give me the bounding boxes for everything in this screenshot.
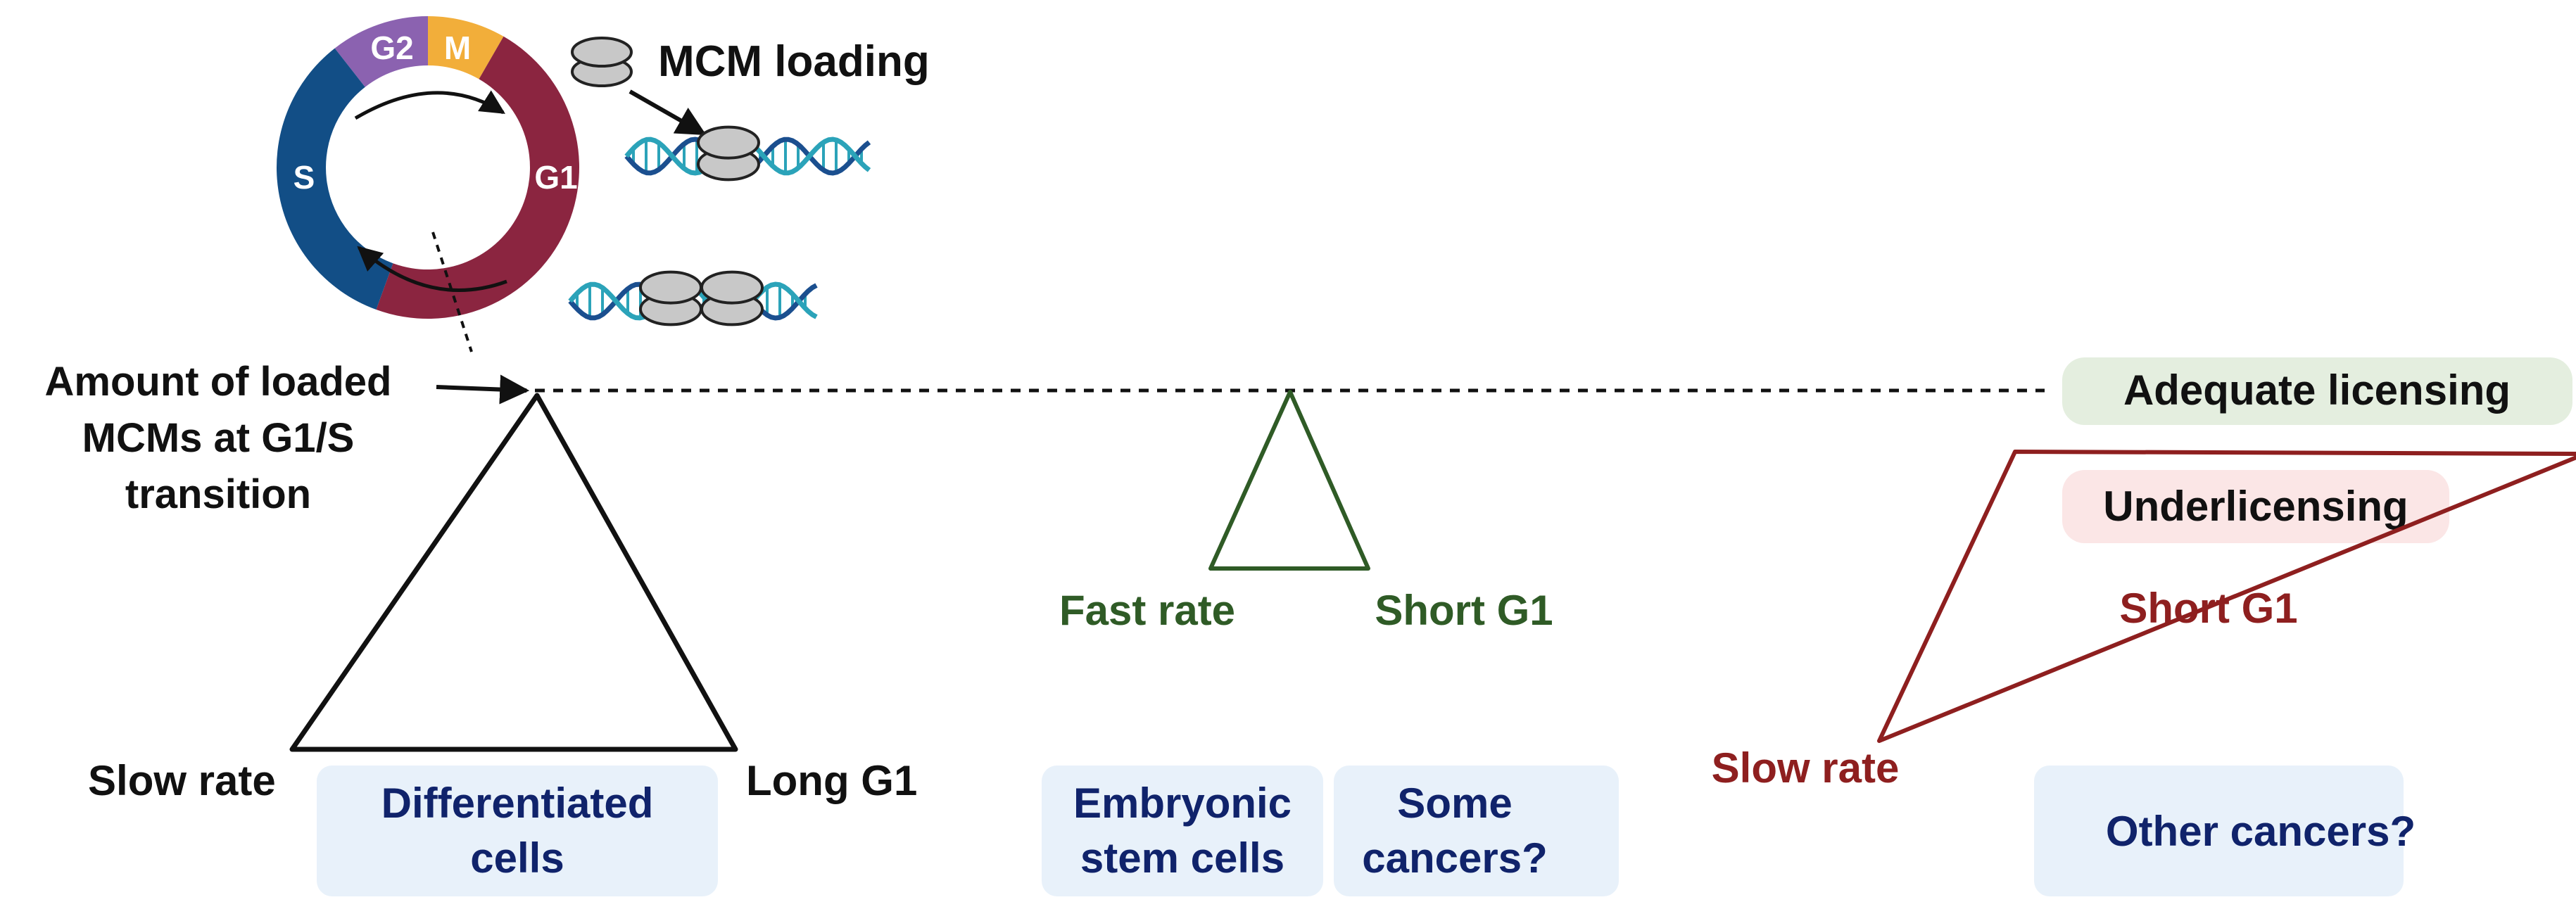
g2-label: G2 <box>370 30 413 66</box>
fast-rate-triangle <box>1208 390 1370 571</box>
amount-label-line-1: Amount of loaded <box>45 359 392 405</box>
g1-phase-segment <box>376 36 579 319</box>
cell-cycle-ring <box>277 16 579 319</box>
m-phase-segment <box>428 16 504 80</box>
differentiated-cells-line-2: cells <box>470 834 564 882</box>
m-label: M <box>444 30 471 66</box>
fast-rate-label: Fast rate <box>1059 587 1235 634</box>
differentiated-triangle <box>289 393 738 752</box>
slow-rate-label-red: Slow rate <box>1712 744 1900 792</box>
mcm-loading-label: MCM loading <box>658 37 930 86</box>
amount-label-line-2: MCMs at G1/S <box>82 415 355 461</box>
differentiated-cells-line-1: Differentiated <box>381 780 654 827</box>
embryonic-stem-cells-line-2: stem cells <box>1080 834 1284 882</box>
adequate-licensing-badge <box>2062 357 2572 425</box>
some-cancers-line-1: Some <box>1397 780 1512 827</box>
g2-phase-segment <box>334 16 428 87</box>
embryonic-stem-cells-box <box>1042 766 1323 896</box>
differentiated-cells-box <box>317 766 718 896</box>
some-cancers-box <box>1334 766 1619 896</box>
mcm-complex-icon <box>571 37 633 87</box>
s-phase-segment <box>277 48 393 310</box>
dna-with-two-mcm-icon <box>568 270 818 326</box>
dna-with-one-mcm-icon <box>624 125 871 182</box>
cycle-arrow-top <box>354 90 505 120</box>
long-g1-label: Long G1 <box>746 757 917 804</box>
cycle-arrow-bottom <box>357 246 507 292</box>
other-cancers-box <box>2034 766 2404 896</box>
g1-label: G1 <box>534 159 577 196</box>
slow-rate-label-black: Slow rate <box>88 757 276 804</box>
amount-arrow <box>436 374 530 405</box>
s-label: S <box>293 159 315 196</box>
underlicensing-badge <box>2062 470 2449 543</box>
mcm-loading-arrow <box>629 89 707 136</box>
adequate-licensing-label: Adequate licensing <box>2123 367 2511 414</box>
underlicensing-label: Underlicensing <box>2103 483 2408 530</box>
some-cancers-line-2: cancers? <box>1362 834 1548 882</box>
other-cancers-label: Other cancers? <box>2106 808 2416 855</box>
short-g1-label-green: Short G1 <box>1375 587 1553 634</box>
embryonic-stem-cells-line-1: Embryonic <box>1073 780 1292 827</box>
amount-label-line-3: transition <box>125 471 311 517</box>
short-g1-label-red: Short G1 <box>2119 585 2297 632</box>
underlicensing-triangle <box>1877 450 2576 743</box>
